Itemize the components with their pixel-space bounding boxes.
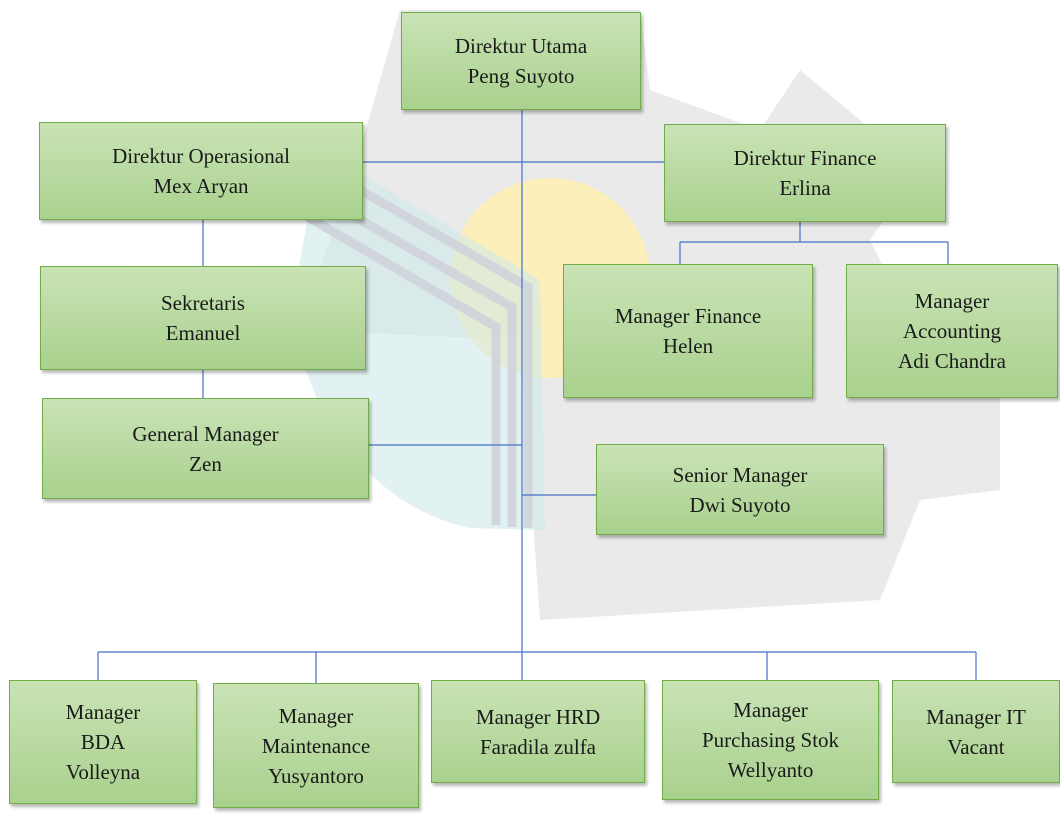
node-manager-bda: Manager BDA Volleyna	[9, 680, 197, 804]
node-title: Senior Manager	[672, 462, 808, 487]
node-direktur-operasional: Direktur Operasional Mex Aryan	[39, 122, 363, 220]
node-senior-manager: Senior Manager Dwi Suyoto	[596, 444, 884, 535]
node-direktur-utama: Direktur Utama Peng Suyoto	[401, 12, 641, 110]
node-person: Faradila zulfa	[479, 734, 597, 759]
node-title-2: Maintenance	[261, 733, 371, 758]
node-title: Manager IT	[926, 704, 1026, 729]
node-manager-finance: Manager Finance Helen	[563, 264, 813, 398]
node-title-2: Purchasing Stok	[701, 728, 840, 752]
node-title: Direktur Finance	[733, 146, 877, 170]
node-general-manager: General Manager Zen	[42, 398, 369, 499]
node-manager-maintenance: Manager Maintenance Yusyantoro	[213, 683, 419, 808]
node-title: Direktur Operasional	[112, 144, 290, 168]
node-manager-it: Manager IT Vacant	[892, 680, 1060, 783]
node-title-2: BDA	[80, 730, 126, 754]
node-manager-accounting: Manager Accounting Adi Chandra	[846, 264, 1058, 398]
node-title: Direktur Utama	[454, 34, 588, 58]
node-title: Manager	[278, 703, 354, 728]
node-person: Mex Aryan	[153, 174, 249, 198]
node-person: Helen	[662, 334, 714, 358]
node-manager-hrd: Manager HRD Faradila zulfa	[431, 680, 645, 783]
node-person: Wellyanto	[727, 758, 814, 782]
node-person: Yusyantoro	[268, 763, 364, 788]
node-sekretaris: Sekretaris Emanuel	[40, 266, 366, 370]
node-title: Manager	[914, 289, 990, 313]
node-title: Manager Finance	[614, 304, 762, 328]
node-manager-purchasing: Manager Purchasing Stok Wellyanto	[662, 680, 879, 800]
node-person: Dwi Suyoto	[689, 492, 791, 517]
node-person: Volleyna	[65, 760, 141, 784]
node-title-2: Accounting	[903, 319, 1001, 343]
node-person: Zen	[189, 451, 222, 476]
node-person: Adi Chandra	[898, 349, 1006, 373]
node-person: Peng Suyoto	[467, 64, 575, 88]
node-title: Manager	[65, 700, 141, 724]
node-title: Manager HRD	[475, 704, 601, 729]
node-title: General Manager	[132, 421, 279, 446]
node-person: Vacant	[947, 734, 1005, 759]
node-title: Sekretaris	[161, 291, 245, 315]
node-direktur-finance: Direktur Finance Erlina	[664, 124, 946, 222]
node-title: Manager	[733, 698, 808, 722]
node-person: Erlina	[779, 176, 831, 200]
node-person: Emanuel	[165, 321, 241, 345]
